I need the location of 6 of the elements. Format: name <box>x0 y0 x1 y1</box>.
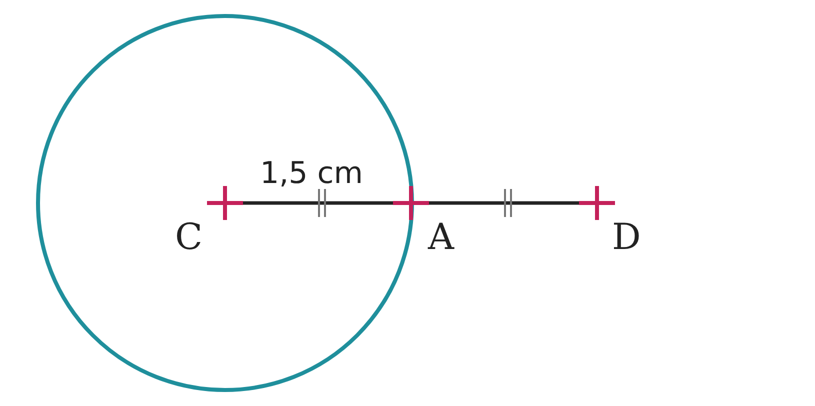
point-label: D <box>612 220 641 256</box>
point-label: A <box>428 220 454 256</box>
edge-label: 1,5 cm <box>260 157 363 191</box>
line-segment <box>243 201 393 205</box>
point-label: C <box>175 220 203 256</box>
line-segment <box>429 201 579 205</box>
